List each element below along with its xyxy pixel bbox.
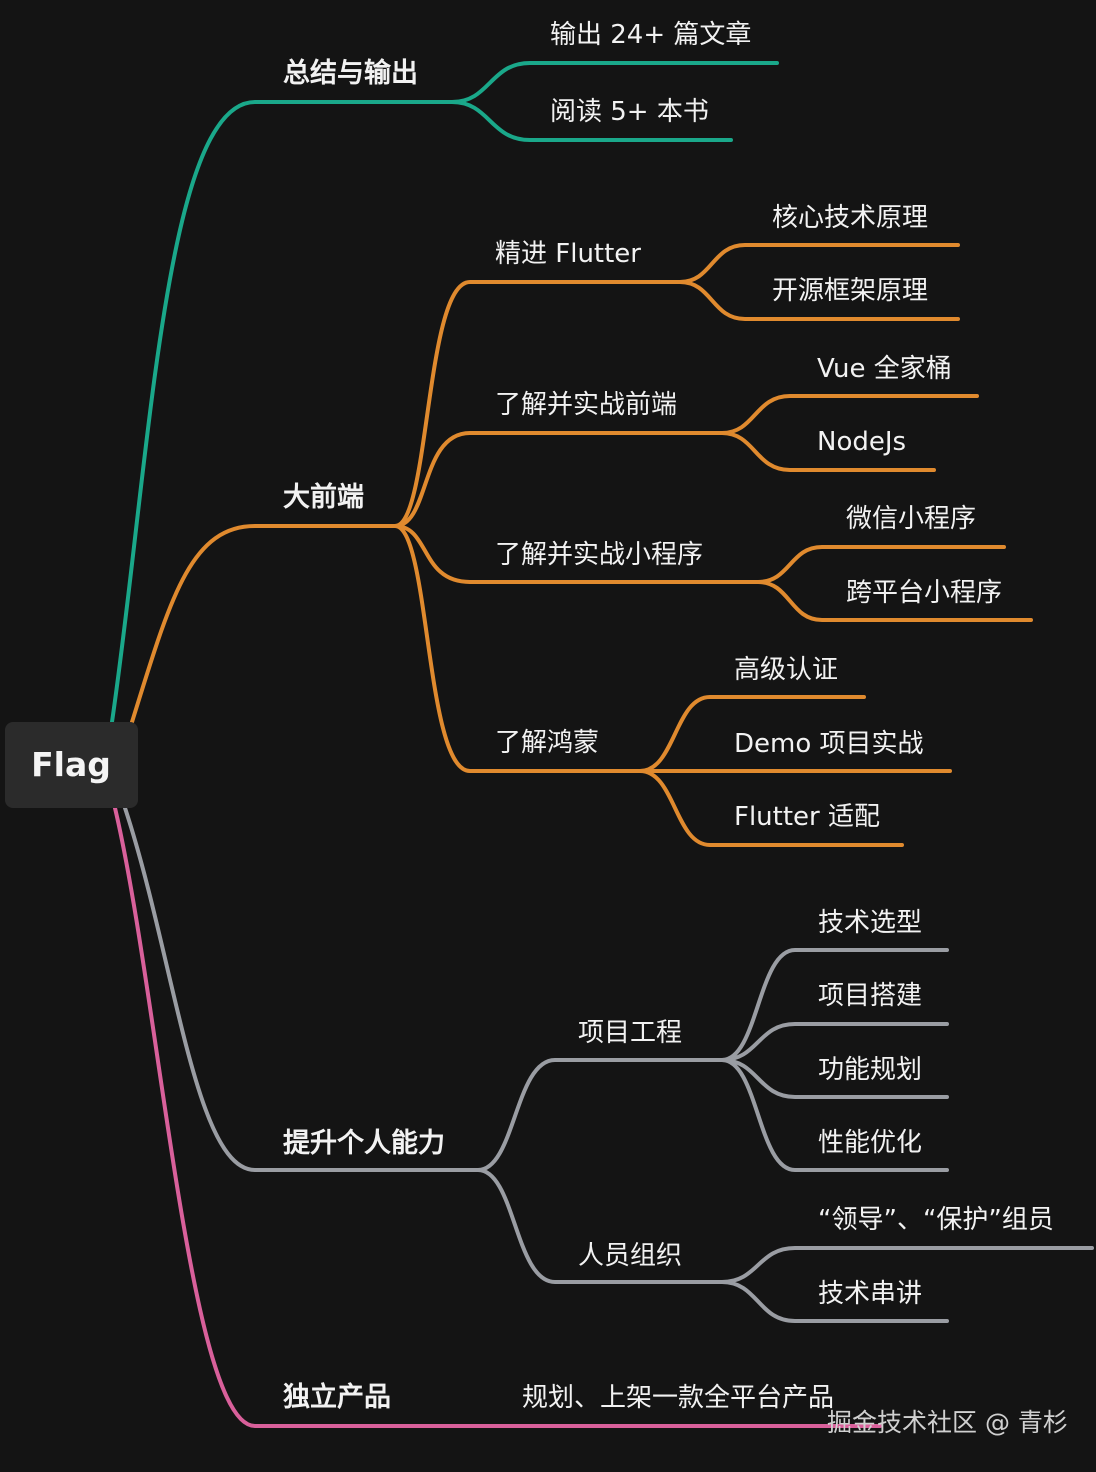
edge-frontend-miniprogram [393,524,760,584]
node-flutter: 精进 Flutter [495,239,641,269]
edge-root-frontend [130,524,397,724]
node-flutter-oss: 开源框架原理 [772,276,928,306]
branch-indie-product: 独立产品 规划、上架一款全平台产品 [113,806,882,1428]
node-web: 了解并实战前端 [495,390,677,420]
branch-personal-growth: 提升个人能力 项目工程 人员组织 技术选型 项目搭建 功能规划 性能优化 “领导… [123,806,1094,1323]
edge-harmony-flutter [638,769,904,847]
edge-eng-plan [720,1058,949,1099]
edge-growth-people [476,1168,724,1284]
node-indie-plan: 规划、上架一款全平台产品 [522,1383,834,1413]
edge-people-lead [720,1246,1094,1284]
node-indie-product: 独立产品 [283,1381,391,1413]
root-label: Flag [31,745,111,784]
node-web-node: NodeJs [817,427,906,457]
node-web-vue: Vue 全家桶 [817,354,952,384]
edge-frontend-web [393,431,724,528]
edge-web-vue [720,394,979,435]
branch-frontend: 大前端 精进 Flutter 了解并实战前端 了解并实战小程序 了解鸿蒙 核心技… [130,203,1033,847]
node-eng-perf: 性能优化 [818,1128,922,1158]
edge-frontend-harmony [393,524,642,773]
node-personal-growth: 提升个人能力 [283,1127,445,1159]
node-harmony-flutter: Flutter 适配 [734,802,880,832]
edge-summary-articles [450,61,779,104]
edge-eng-perf [720,1058,949,1172]
edge-root-summary [110,100,454,724]
node-miniprogram: 了解并实战小程序 [495,540,703,570]
watermark: 掘金技术社区 @ 青杉 [827,1408,1068,1437]
edge-root-growth [123,806,480,1172]
edge-web-node [720,431,936,472]
edge-frontend-flutter [393,280,682,528]
node-harmony-cert: 高级认证 [734,655,838,685]
node-mini-cross: 跨平台小程序 [846,578,1002,608]
edge-harmony-cert [638,695,866,773]
node-people-share: 技术串讲 [818,1279,922,1309]
node-people: 人员组织 [578,1241,682,1271]
edge-eng-setup [720,1022,949,1062]
edge-eng-tech [720,948,949,1062]
branch-summary-output: 总结与输出 输出 24+ 篇文章 阅读 5+ 本书 [110,20,779,724]
node-eng-plan: 功能规划 [818,1055,922,1085]
edge-flutter-oss [678,280,960,321]
node-eng-tech: 技术选型 [818,908,922,938]
edge-flutter-core [678,243,960,284]
edge-root-indie [113,806,882,1428]
edge-people-share [720,1280,949,1323]
node-read-books: 阅读 5+ 本书 [550,97,709,127]
node-eng-setup: 项目搭建 [818,981,922,1011]
edge-growth-engineering [476,1058,724,1172]
edge-mini-cross [756,580,1033,622]
node-flutter-core: 核心技术原理 [772,203,928,233]
root-node: Flag [5,722,138,808]
edge-mini-wechat [756,545,1006,584]
node-summary-output: 总结与输出 [283,57,418,89]
edge-summary-books [450,100,733,142]
node-frontend: 大前端 [283,481,364,513]
node-engineering: 项目工程 [578,1018,682,1048]
node-mini-wechat: 微信小程序 [846,504,976,534]
node-harmony-demo: Demo 项目实战 [734,729,924,759]
node-harmony: 了解鸿蒙 [495,728,599,758]
node-people-lead: “领导”、“保护”组员 [818,1205,1054,1235]
node-output-articles: 输出 24+ 篇文章 [550,20,751,50]
root-box [5,722,138,808]
